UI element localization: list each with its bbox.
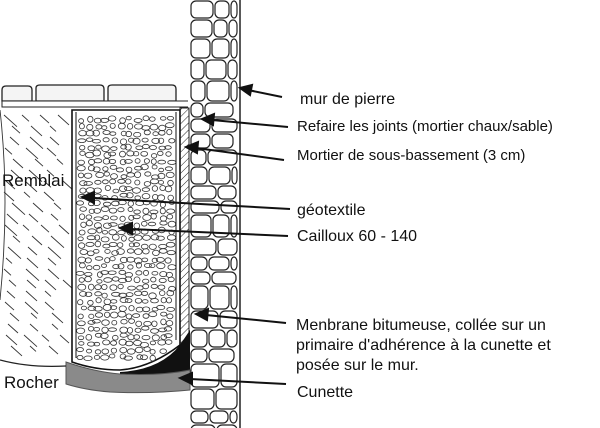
arrow-geotextile [79,190,291,210]
arrow-mortier [183,140,285,161]
arrow-cailloux [117,221,289,237]
label-cailloux: Cailloux 60 - 140 [297,228,418,245]
gravel-trench [71,109,181,371]
arrow-cunette [177,371,287,386]
stone-wall [188,0,241,428]
label-geotextile: géotextile [297,202,366,219]
arrow-membrane [193,307,287,324]
remblai-soil [0,108,77,360]
label-rocher: Rocher [4,373,59,392]
label-membrane-line2: primaire d'adhérence à la cunette et [296,337,551,354]
geotextile-layer [75,112,177,358]
arrow-mur-de-pierre [237,83,283,98]
label-membrane-line1: Menbrane bitumeuse, collée sur un [296,317,546,334]
label-membrane-line3: posée sur le mur. [296,357,419,374]
cunette-channel [65,361,191,394]
label-remblai: Remblai [2,171,65,190]
pavement-slabs [1,84,191,108]
label-mur-de-pierre: mur de pierre [300,91,396,108]
label-refaire-joints: Refaire les joints (mortier chaux/sable) [297,118,553,135]
arrow-refaire-joints [199,112,289,128]
label-membrane: Menbrane bitumeuse, collée sur un primai… [296,316,600,376]
label-mortier: Mortier de sous-bassement (3 cm) [297,147,526,164]
rocher-base [0,359,67,367]
bitumen-membrane [120,330,190,381]
mortier-strip [179,107,190,344]
label-cunette: Cunette [297,384,354,401]
